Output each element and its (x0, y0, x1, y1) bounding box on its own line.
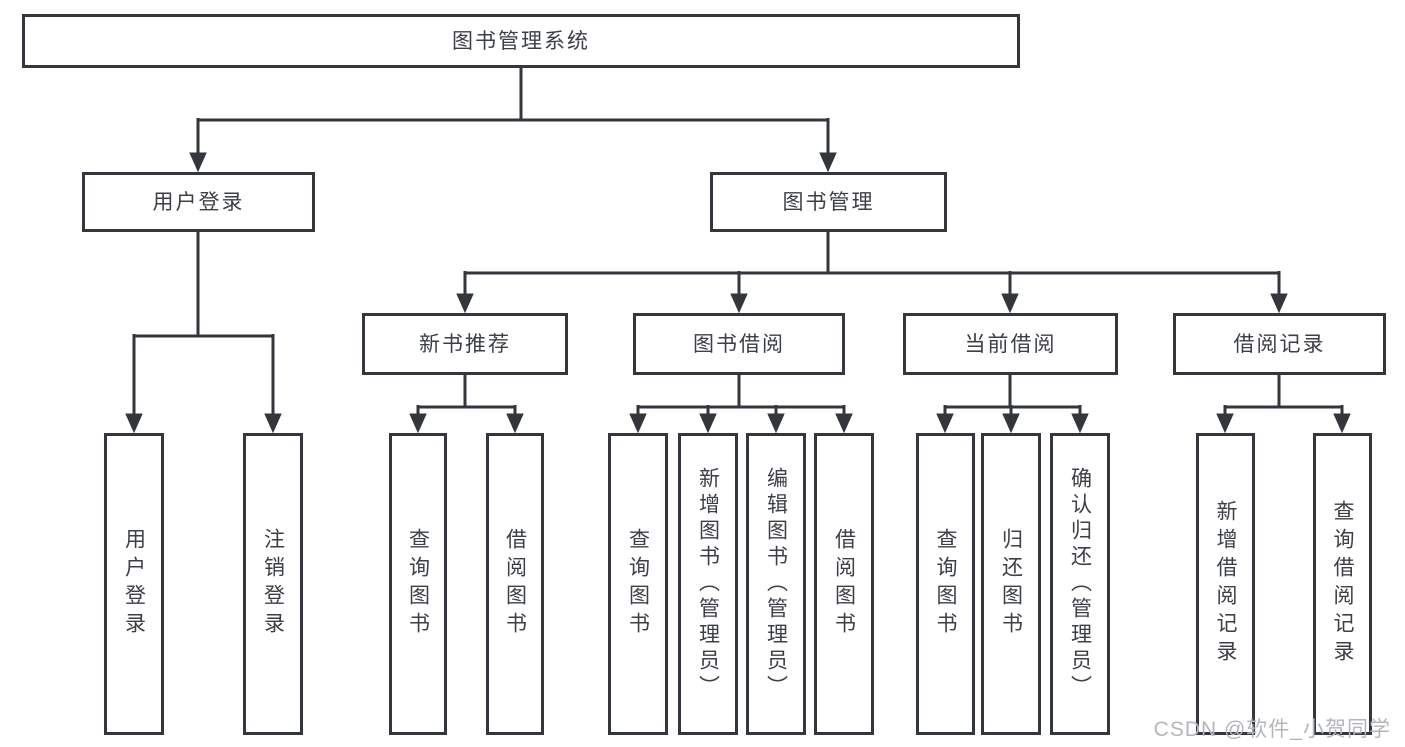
leaf-user-login: 用户登录 (104, 433, 164, 735)
leaf-add-borrow-record: 新增借阅记录 (1196, 433, 1255, 735)
node-book-management: 图书管理 (710, 172, 947, 232)
node-label: 新增图书（管理员） (696, 467, 720, 701)
node-label: 借阅图书 (503, 528, 527, 640)
node-label: 查询图书 (934, 528, 957, 640)
node-label: 确认归还（管理员） (1068, 467, 1092, 701)
leaf-query-book-recommend: 查询图书 (389, 433, 447, 735)
leaf-borrow-book: 借阅图书 (814, 433, 874, 735)
node-label: 归还图书 (999, 528, 1023, 640)
node-label: 查询图书 (626, 528, 650, 640)
leaf-confirm-return-admin: 确认归还（管理员） (1050, 433, 1110, 735)
node-current-borrow: 当前借阅 (903, 313, 1118, 375)
leaf-logout: 注销登录 (243, 433, 303, 735)
node-label: 查询图书 (406, 528, 430, 640)
node-label: 编辑图书（管理员） (764, 467, 788, 701)
node-label: 图书管理 (782, 190, 875, 214)
node-user-login: 用户登录 (82, 172, 315, 232)
node-label: 图书借阅 (693, 332, 785, 356)
csdn-watermark: CSDN @软件_小贺同学 (1153, 718, 1391, 741)
node-label: 新增借阅记录 (1214, 500, 1237, 668)
leaf-borrow-book-recommend: 借阅图书 (486, 433, 544, 735)
leaf-add-book-admin: 新增图书（管理员） (678, 433, 738, 735)
node-borrow-record: 借阅记录 (1173, 313, 1386, 375)
node-label: 借阅图书 (832, 528, 856, 640)
leaf-edit-book-admin: 编辑图书（管理员） (746, 433, 806, 735)
leaf-query-book-current: 查询图书 (916, 433, 975, 735)
leaf-query-borrow-record: 查询借阅记录 (1313, 433, 1372, 735)
node-label: 当前借阅 (964, 332, 1057, 356)
node-label: 借阅记录 (1233, 332, 1326, 356)
node-label: 用户登录 (152, 190, 245, 214)
node-library-system: 图书管理系统 (22, 14, 1020, 68)
node-new-book-recommend: 新书推荐 (362, 313, 568, 375)
node-label: 图书管理系统 (452, 29, 590, 53)
node-book-borrow: 图书借阅 (633, 313, 845, 375)
leaf-query-book-borrow: 查询图书 (608, 433, 668, 735)
leaf-return-book: 归还图书 (981, 433, 1041, 735)
node-label: 新书推荐 (419, 332, 511, 356)
node-label: 用户登录 (122, 528, 146, 640)
node-label: 注销登录 (261, 528, 285, 640)
node-label: 查询借阅记录 (1331, 500, 1354, 668)
